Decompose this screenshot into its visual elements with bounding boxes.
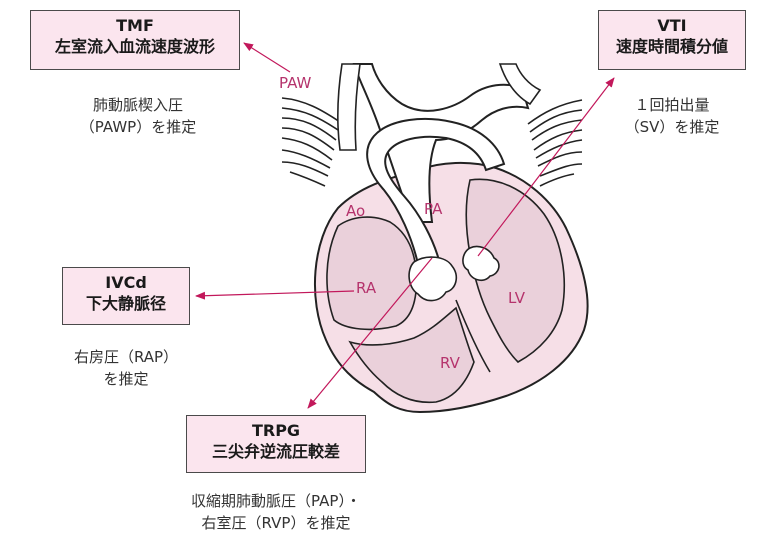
right-pulmonary-veins — [528, 100, 582, 186]
tmf-box: TMF 左室流入血流速度波形 — [30, 10, 240, 70]
tmf-title: TMF — [31, 15, 239, 36]
vti-subtitle: 速度時間積分値 — [599, 36, 745, 57]
label-lv: LV — [508, 289, 526, 307]
tmf-note-line2: （PAWP）を推定 — [50, 116, 226, 138]
label-rv: RV — [440, 354, 461, 372]
ivcd-title: IVCd — [63, 272, 189, 293]
left-pulmonary-veins — [282, 98, 340, 186]
vti-box: VTI 速度時間積分値 — [598, 10, 746, 70]
ivcd-note-line2: を推定 — [60, 368, 192, 390]
superior-vessel — [338, 64, 360, 150]
trpg-box: TRPG 三尖弁逆流圧較差 — [186, 415, 366, 473]
vti-note: １回拍出量 （SV）を推定 — [610, 94, 734, 138]
vti-title: VTI — [599, 15, 745, 36]
vti-note-line2: （SV）を推定 — [610, 116, 734, 138]
trpg-note: 収縮期肺動脈圧（PAP）・ 右室圧（RVP）を推定 — [150, 490, 402, 534]
ivcd-note: 右房圧（RAP） を推定 — [60, 346, 192, 390]
tmf-note-line1: 肺動脈楔入圧 — [50, 94, 226, 116]
ivcd-note-line1: 右房圧（RAP） — [60, 346, 192, 368]
tmf-note: 肺動脈楔入圧 （PAWP）を推定 — [50, 94, 226, 138]
label-ao: Ao — [346, 202, 365, 220]
ivcd-subtitle: 下大静脈径 — [63, 293, 189, 314]
label-pa: PA — [424, 200, 443, 218]
trpg-note-line1: 収縮期肺動脈圧（PAP）・ — [150, 490, 402, 512]
trpg-note-line2: 右室圧（RVP）を推定 — [150, 512, 402, 534]
ivcd-box: IVCd 下大静脈径 — [62, 267, 190, 325]
vti-note-line1: １回拍出量 — [610, 94, 734, 116]
right-atrium-chamber — [327, 217, 417, 329]
tmf-subtitle: 左室流入血流速度波形 — [31, 36, 239, 57]
label-ra: RA — [356, 279, 377, 297]
arrow-to-tmf — [244, 43, 290, 72]
trpg-subtitle: 三尖弁逆流圧較差 — [187, 441, 365, 462]
label-paw: PAW — [279, 74, 312, 92]
trpg-title: TRPG — [187, 420, 365, 441]
